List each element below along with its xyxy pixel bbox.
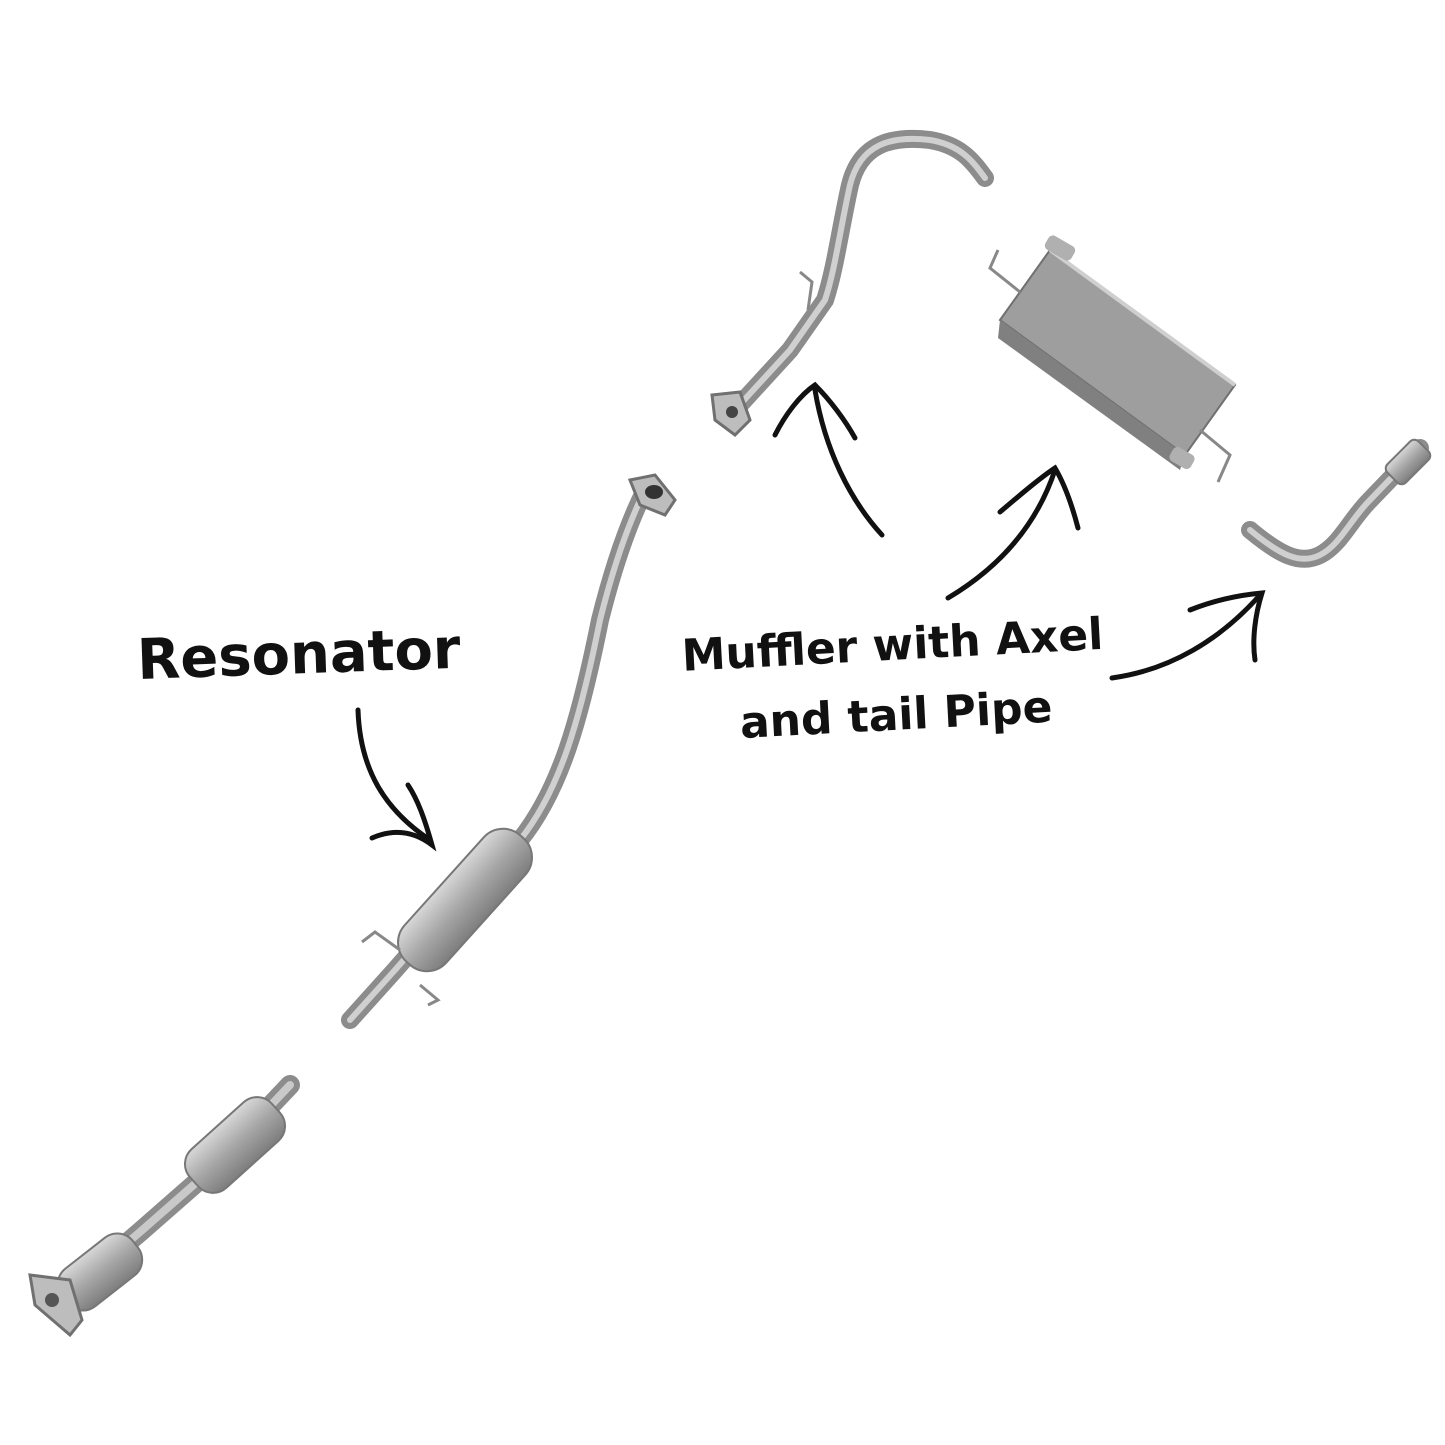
resonator-hanger: [361, 930, 441, 1007]
front-flange: [28, 1273, 84, 1338]
arrow-to-intermediate-pipe: [772, 381, 885, 538]
muffler-label: Muffler with Axel and tail Pipe: [680, 600, 1109, 762]
intermediate-pipe: [710, 129, 994, 437]
intermediate-flange: [710, 390, 752, 437]
muffler: [988, 235, 1237, 483]
resonator-label: Resonator: [136, 616, 462, 693]
arrow-to-tail-pipe: [1109, 590, 1266, 681]
arrow-to-muffler: [945, 464, 1081, 601]
tail-pipe: [1241, 438, 1432, 568]
front-pipe-catalytic-converter: [28, 1075, 300, 1338]
resonator-pipe: [341, 473, 677, 1029]
resonator-body: [397, 827, 533, 973]
arrow-to-resonator: [355, 707, 437, 852]
resonator-flange: [627, 473, 677, 517]
